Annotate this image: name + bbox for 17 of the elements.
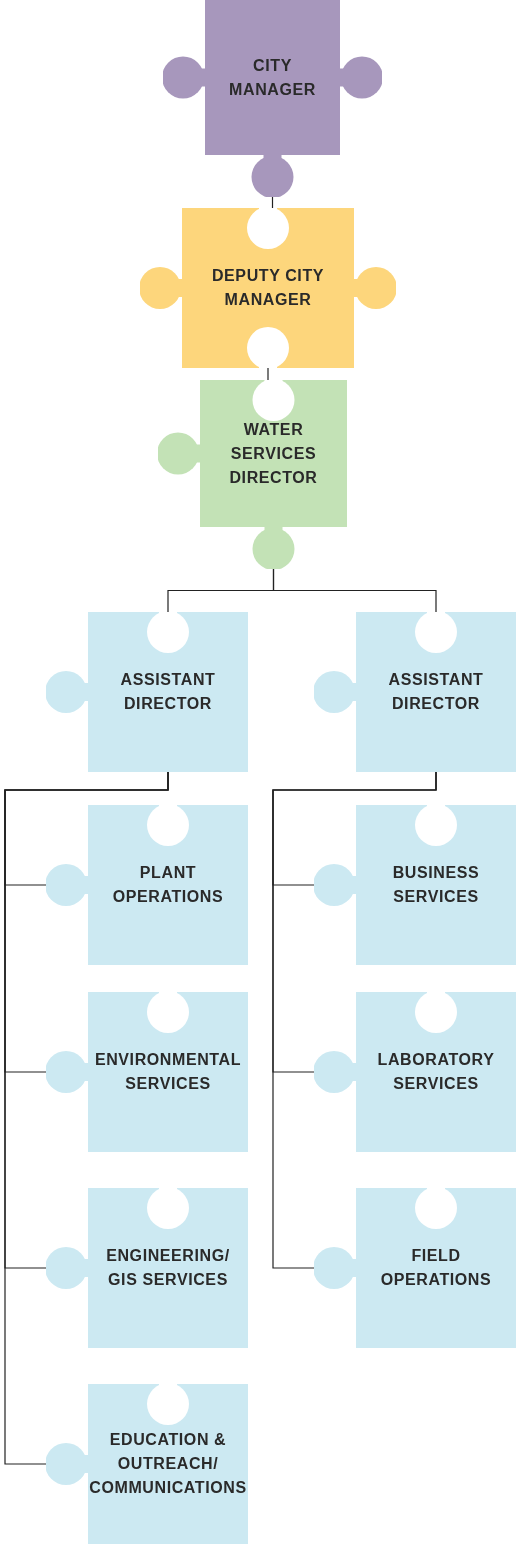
node-label: DEPUTY CITY MANAGER	[210, 266, 326, 310]
node-label: EDUCATION & OUTREACH/ COMMUNICATIONS	[89, 1430, 247, 1498]
node-label: FIELD OPERATIONS	[379, 1246, 493, 1290]
node-label: WATER SERVICES DIRECTOR	[228, 419, 319, 488]
connector-line	[272, 771, 437, 1269]
connector-line	[271, 196, 274, 209]
node-label: BUSINESS SERVICES	[391, 863, 481, 907]
node-label: CITY MANAGER	[228, 55, 317, 100]
connector-line	[267, 367, 269, 381]
node-label: LABORATORY SERVICES	[376, 1050, 496, 1094]
node-label: ENGINEERING/ GIS SERVICES	[105, 1246, 231, 1290]
node-label: ASSISTANT DIRECTOR	[119, 670, 217, 714]
connector-line	[4, 771, 169, 1465]
node-label: ENVIRONMENTAL SERVICES	[93, 1050, 243, 1094]
node-label: ASSISTANT DIRECTOR	[387, 670, 485, 714]
connector-line	[272, 568, 437, 613]
node-label: PLANT OPERATIONS	[111, 863, 225, 907]
